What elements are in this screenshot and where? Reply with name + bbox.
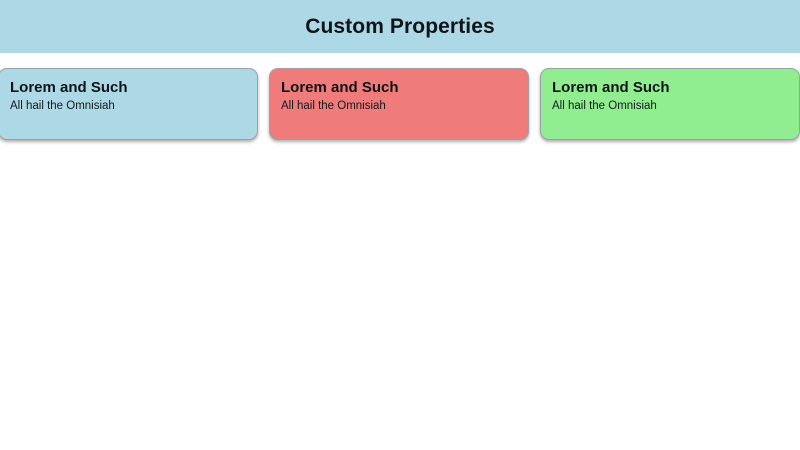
card-item-2[interactable]: Lorem and Such All hail the Omnisiah xyxy=(269,68,529,140)
card-row: Lorem and Such All hail the Omnisiah Lor… xyxy=(0,68,800,142)
card-heading: Lorem and Such xyxy=(281,79,399,96)
card-heading: Lorem and Such xyxy=(552,79,670,96)
card-item-3[interactable]: Lorem and Such All hail the Omnisiah xyxy=(540,68,800,140)
page-title: Custom Properties xyxy=(305,15,495,38)
card-subtext: All hail the Omnisiah xyxy=(10,100,115,113)
card-item-1[interactable]: Lorem and Such All hail the Omnisiah xyxy=(0,68,258,140)
card-subtext: All hail the Omnisiah xyxy=(281,100,386,113)
card-heading: Lorem and Such xyxy=(10,79,128,96)
card-subtext: All hail the Omnisiah xyxy=(552,100,657,113)
page-header: Custom Properties xyxy=(0,0,800,53)
